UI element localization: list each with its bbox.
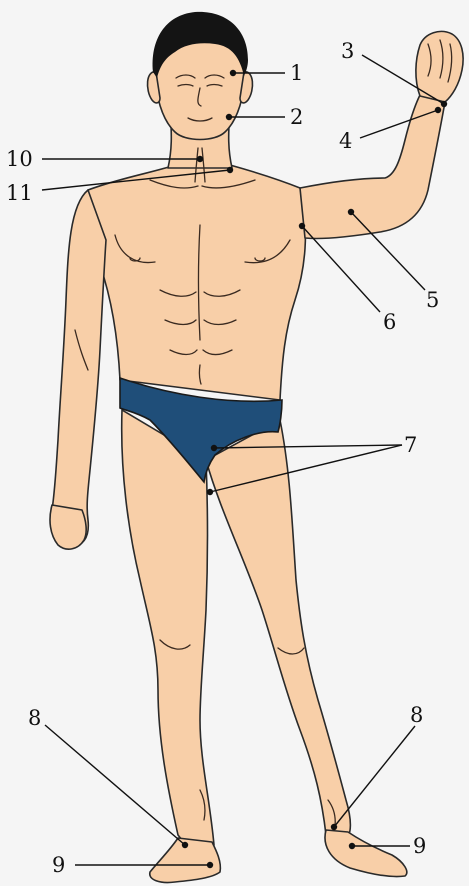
callout-label-7: 7 (404, 433, 417, 457)
callout-label-6: 6 (383, 310, 396, 334)
left-hand (50, 505, 86, 549)
right-arm (300, 95, 445, 239)
callout-label-8-left: 8 (28, 706, 41, 730)
callout-label-10: 10 (6, 147, 33, 171)
left-arm (52, 190, 106, 546)
callout-label-9-right: 9 (413, 834, 426, 858)
callout-label-8-right: 8 (410, 703, 423, 727)
callout-label-4: 4 (339, 129, 352, 153)
callout-label-1: 1 (290, 61, 303, 85)
right-leg (206, 420, 350, 840)
callout-label-5: 5 (426, 288, 439, 312)
right-foot (325, 830, 407, 877)
callout-label-9-left: 9 (52, 853, 65, 877)
callout-label-3: 3 (341, 39, 354, 63)
callout-label-11: 11 (6, 181, 33, 205)
torso (88, 165, 306, 400)
callout-label-2: 2 (290, 105, 303, 129)
